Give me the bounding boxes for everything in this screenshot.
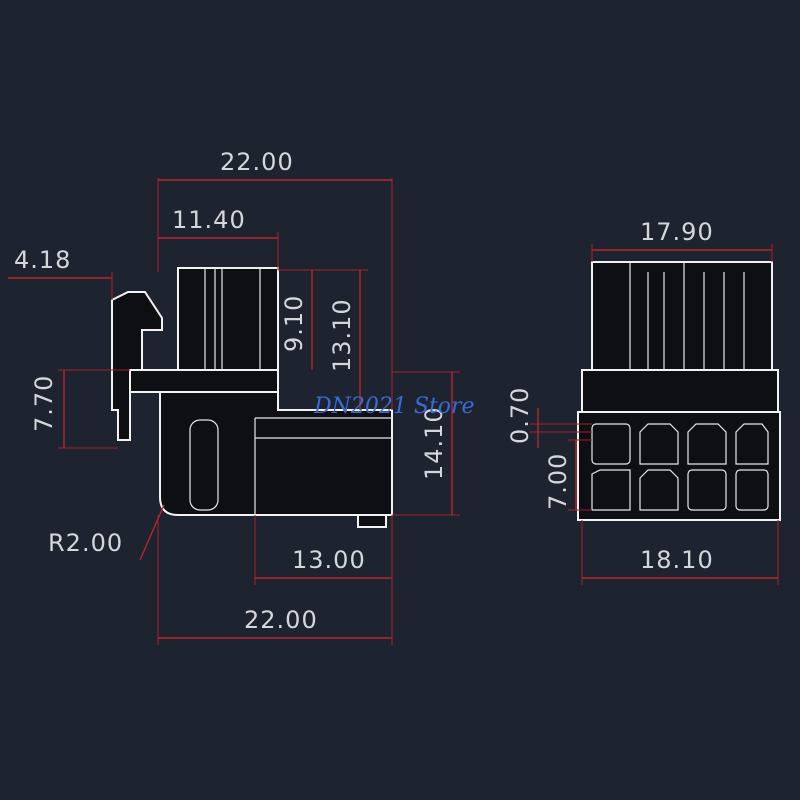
latch-window — [189, 419, 219, 511]
dim-bottom-width: 22.00 — [244, 606, 318, 634]
dim-pin-long: 13.10 — [328, 298, 356, 372]
pin-housing — [177, 267, 279, 371]
dim-front-bottom-width: 18.10 — [640, 546, 714, 574]
front-shelf — [581, 369, 779, 413]
dim-bottom-inner: 13.00 — [292, 546, 366, 574]
dim-corner-radius: R2.00 — [48, 529, 123, 557]
cavity — [735, 469, 769, 511]
bottom-foot — [357, 514, 387, 528]
dim-wall-gap: 0.70 — [506, 387, 534, 444]
front-view: 17.90 0.70 7.00 18.10 — [506, 218, 781, 585]
watermark-text: DN2021 Store — [313, 394, 475, 419]
front-pin-block — [591, 261, 773, 371]
latch-hook — [111, 291, 163, 441]
dim-pitch: 7.00 — [544, 453, 572, 510]
dim-pin-short: 9.10 — [280, 295, 308, 352]
front-socket-body — [577, 411, 781, 521]
dim-latch-offset: 11.40 — [172, 206, 246, 234]
cavity — [639, 423, 679, 465]
cavity — [639, 469, 679, 511]
cavity — [591, 469, 631, 511]
radius-leader — [139, 504, 165, 561]
dim-latch-height: 7.70 — [30, 375, 58, 432]
dim-body-height: 14.10 — [420, 406, 448, 480]
cavity — [735, 423, 769, 465]
cavity — [591, 423, 631, 465]
pin-cavities — [591, 423, 769, 511]
cavity — [687, 423, 727, 465]
side-view: 22.00 11.40 4.18 9.10 13.10 7.70 14.10 R… — [8, 148, 460, 645]
dim-top-width: 22.00 — [220, 148, 294, 176]
dim-front-top-width: 17.90 — [640, 218, 714, 246]
cavity — [687, 469, 727, 511]
housing-shelf — [129, 369, 279, 393]
dim-latch-width: 4.18 — [14, 246, 71, 274]
